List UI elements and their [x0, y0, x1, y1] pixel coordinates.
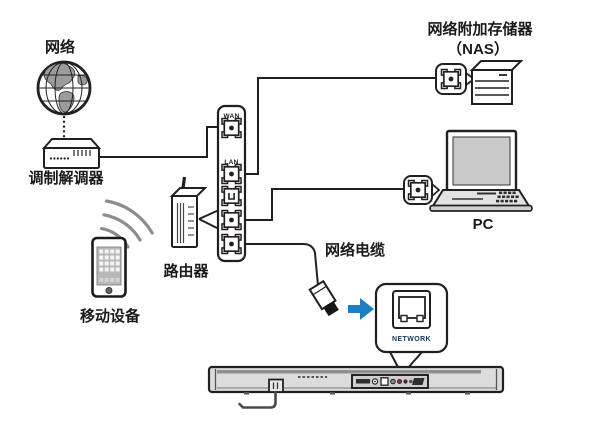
- nas-label-line1: 网络附加存储器: [427, 20, 533, 38]
- wan-port-icon: [221, 117, 242, 139]
- soundbar-rear-panel: [351, 374, 429, 389]
- router-ports-panel: WAN LAN: [216, 104, 247, 263]
- wire-lan-to-nas: [241, 77, 436, 175]
- modem-icon: [41, 138, 102, 169]
- mobile-label: 移动设备: [80, 307, 141, 325]
- lan-port-icon: [221, 163, 242, 185]
- nas-icon: [469, 60, 524, 105]
- wire-modem-to-wan: [99, 126, 222, 158]
- router-panel-pointer: [198, 209, 220, 230]
- lan-port-label: LAN: [224, 159, 238, 166]
- pc-label: PC: [473, 216, 494, 233]
- lan-port-2-icon: [221, 185, 242, 207]
- router-label: 路由器: [163, 262, 209, 280]
- internet-globe-icon: [36, 60, 92, 141]
- wan-port-label: WAN: [223, 113, 239, 120]
- internet-label: 网络: [45, 38, 75, 56]
- lan-port-3-icon: [221, 209, 242, 231]
- nas-label-line2: （NAS）: [447, 40, 509, 58]
- network-jack-label: NETWORK: [392, 336, 431, 343]
- insert-arrow-icon: [348, 298, 374, 320]
- rj45-plug-icon: [308, 279, 339, 317]
- network-jack-icon: [392, 290, 431, 329]
- nas-connector-icon: [435, 63, 476, 95]
- lan-port-4-icon: [221, 233, 242, 255]
- laptop-icon: [429, 129, 533, 212]
- network-jack-callout: NETWORK: [374, 282, 449, 370]
- soundbar-feet: [244, 392, 470, 395]
- pc-connector-icon: [403, 175, 441, 205]
- soundbar-icon: [207, 365, 505, 409]
- wire-port-to-pc: [241, 188, 404, 221]
- modem-label: 调制解调器: [28, 169, 104, 187]
- power-cord: [238, 378, 284, 409]
- cable-label: 网络电缆: [325, 241, 385, 259]
- router-icon: [169, 176, 220, 248]
- wire-port-to-cable: [241, 243, 319, 287]
- mobile-device-icon: [91, 236, 127, 298]
